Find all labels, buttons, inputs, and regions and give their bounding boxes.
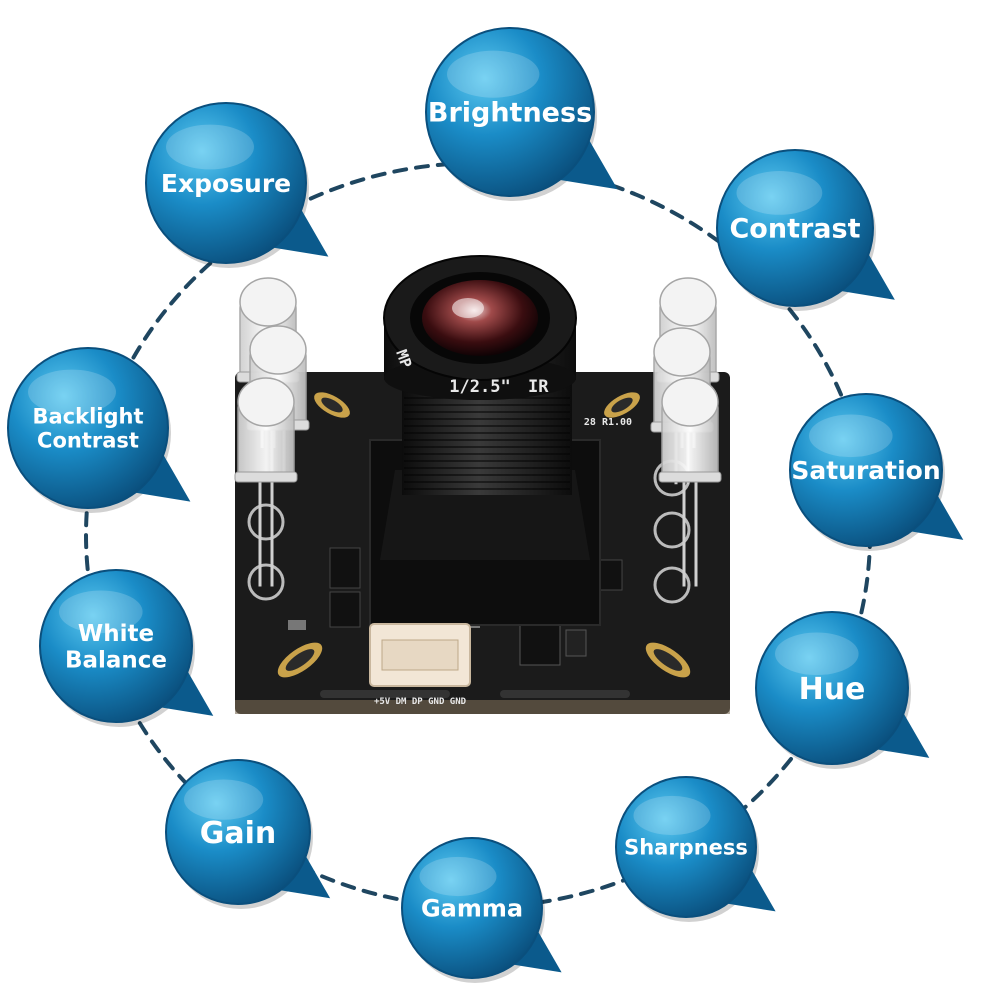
lens-marking-center: 1/2.5" [449, 377, 510, 397]
board-marking: 28 R1.00 [584, 417, 632, 428]
bubble-gamma: Gamma [401, 837, 562, 983]
ir-led [658, 377, 722, 587]
lens-marking-right: IR [528, 377, 549, 397]
ir-led-array [234, 277, 722, 587]
connector-pin-labels: +5V DM DP GND GND [374, 697, 467, 707]
bubble-exposure: Exposure [145, 102, 329, 268]
bubble-saturation: Saturation [789, 393, 964, 551]
bubble-label: Sharpness [624, 836, 748, 860]
bubble-hue: Hue [755, 611, 930, 769]
bubble-label: Balance [65, 648, 167, 674]
bubble-sharpness: Sharpness [615, 776, 776, 922]
feature-bubbles: BrightnessContrastSaturationHueSharpness… [7, 27, 964, 983]
bubble-label: White [78, 621, 154, 647]
bubble-label: Backlight [32, 404, 143, 428]
camera-module-image: +5V DM DP GND GND 28 R1.00 MP 1/2.5" IR [235, 255, 730, 714]
bubble-label: Gain [200, 816, 277, 851]
ir-led [234, 377, 298, 587]
bubble-label: Brightness [428, 98, 592, 129]
bubble-label: Saturation [791, 456, 940, 485]
lens-marking-left: MP [392, 347, 415, 370]
bubble-contrast: Contrast [716, 149, 895, 311]
bubble-label: Contrast [37, 429, 139, 453]
bubble-gain: Gain [165, 759, 331, 909]
bubble-label: Hue [799, 672, 866, 707]
bubble-label: Gamma [421, 895, 523, 923]
lens-glass [422, 280, 538, 356]
bubble-label: Contrast [729, 214, 860, 245]
bubble-brightness: Brightness [425, 27, 618, 201]
bubble-label: Exposure [161, 169, 291, 198]
